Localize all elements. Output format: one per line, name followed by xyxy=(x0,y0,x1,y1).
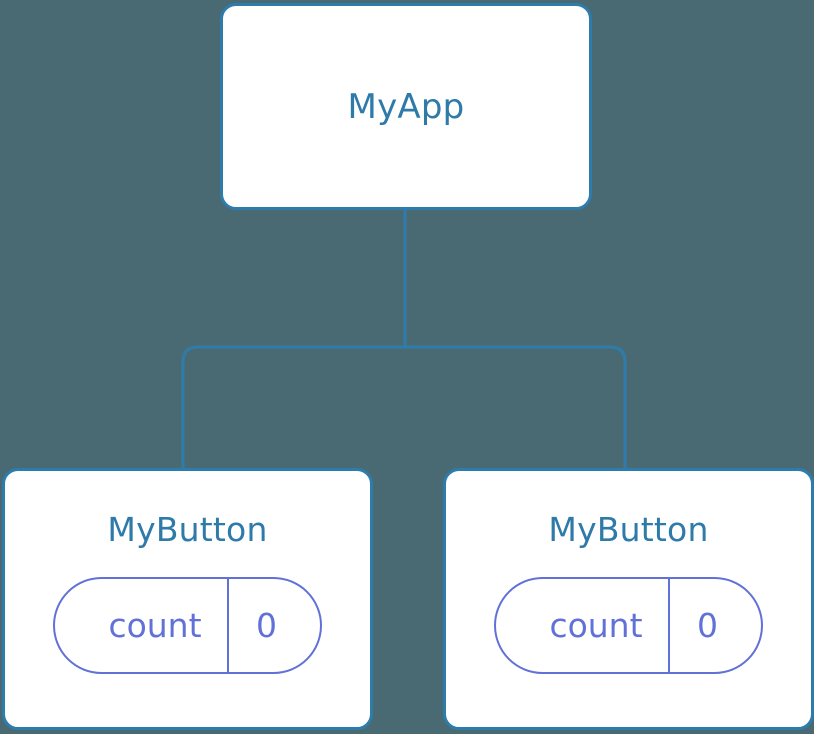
state-pill-count-1[interactable]: count 0 xyxy=(53,577,322,674)
node-mybutton-1-label: MyButton xyxy=(107,510,268,549)
node-mybutton-2[interactable]: MyButton count 0 xyxy=(443,468,814,730)
state-key-2-text: count xyxy=(549,606,643,645)
state-value-1-text: 0 xyxy=(256,606,277,645)
state-key-2: count xyxy=(496,579,670,672)
state-value-2: 0 xyxy=(670,579,761,672)
node-myapp-label: MyApp xyxy=(347,86,465,127)
state-pill-count-2[interactable]: count 0 xyxy=(494,577,763,674)
edge-bus-to-children xyxy=(181,345,627,470)
state-key-1-text: count xyxy=(108,606,202,645)
node-myapp[interactable]: MyApp xyxy=(220,3,592,210)
node-mybutton-1[interactable]: MyButton count 0 xyxy=(2,468,373,730)
state-value-1: 0 xyxy=(229,579,320,672)
node-mybutton-2-label: MyButton xyxy=(548,510,709,549)
state-value-2-text: 0 xyxy=(697,606,718,645)
state-key-1: count xyxy=(55,579,229,672)
